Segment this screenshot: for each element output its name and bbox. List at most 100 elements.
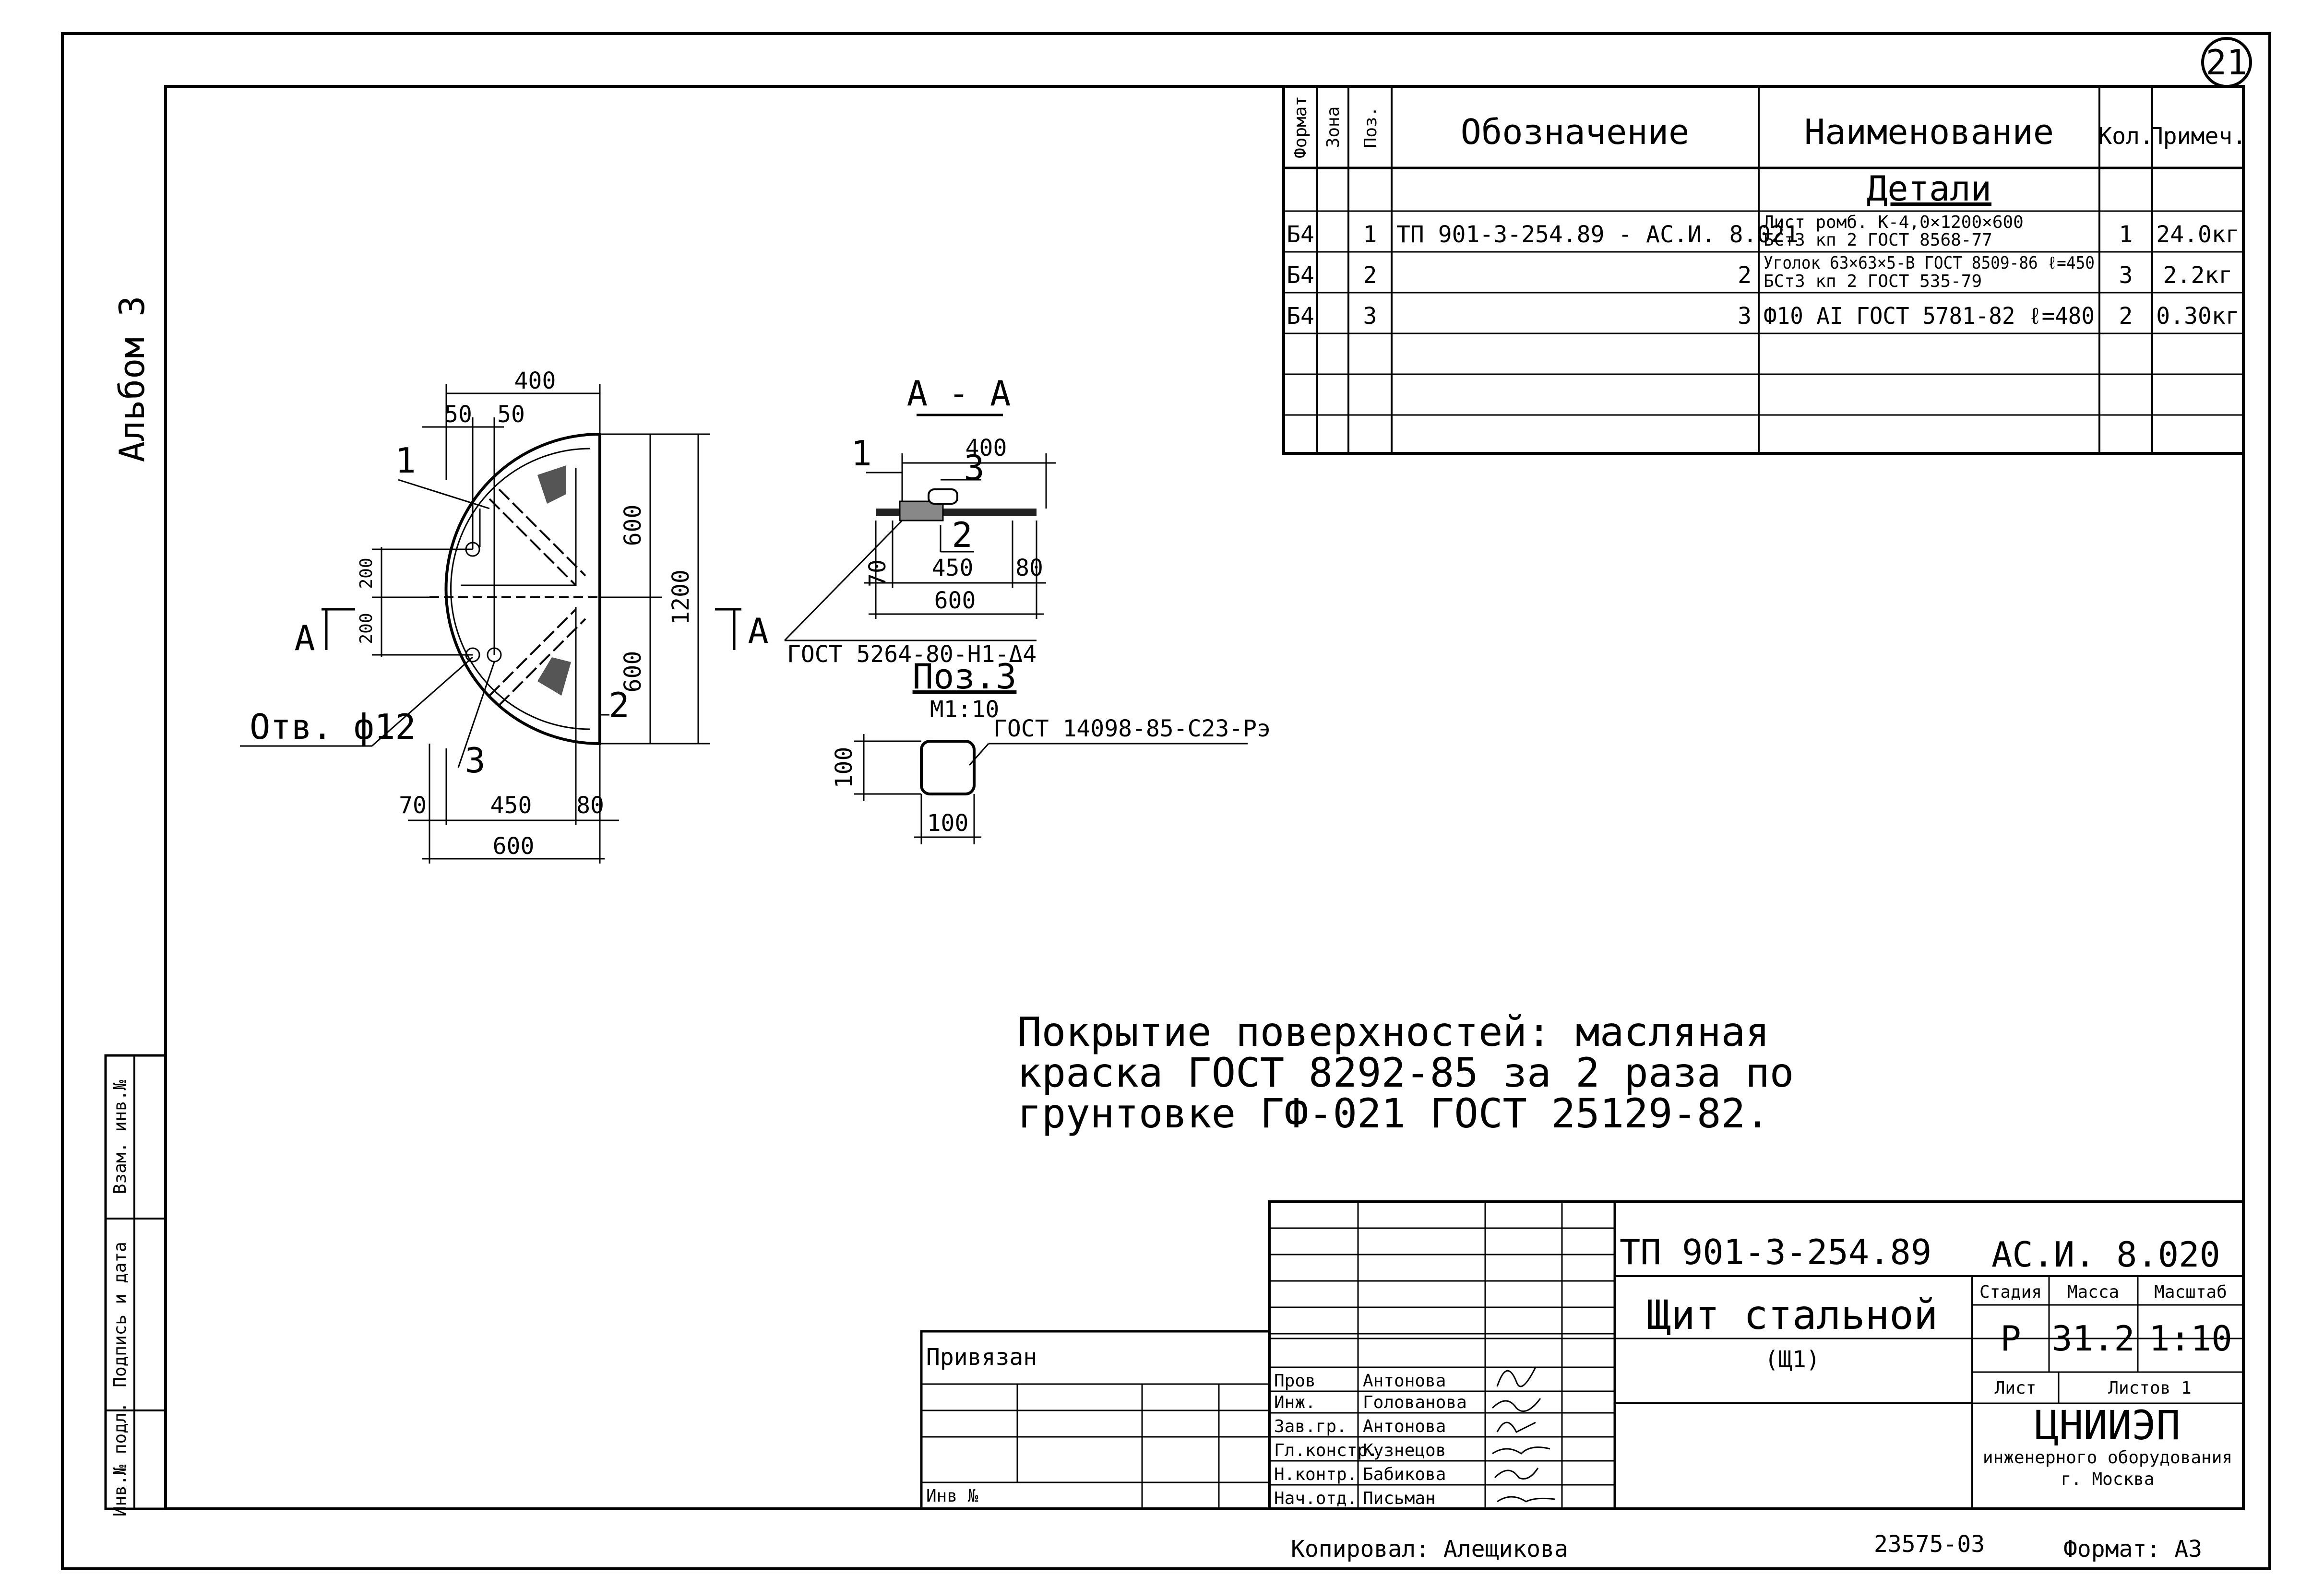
side-stamp-c2: Подпись и дата <box>110 1242 130 1387</box>
spec-table: Формат Зона Поз. Обозначение Наименовани… <box>1282 85 2246 455</box>
signatures <box>1491 1367 1555 1503</box>
side-stamp: Взам. инв.№ Подпись и дата Инв.№ подл. <box>104 1054 167 1516</box>
row-name-line2: БСт3 кп 2 ГОСТ 8568-77 <box>1764 230 1992 250</box>
format-label: Формат: А3 <box>2063 1536 2202 1563</box>
header-qty: Кол. <box>2098 123 2154 150</box>
header-pos: Поз. <box>1361 107 1381 148</box>
tb-subtitle: (Щ1) <box>1764 1346 1820 1373</box>
row-note: 24.0кг <box>2156 221 2239 248</box>
outer-border <box>61 32 2271 1570</box>
row-qty: 1 <box>2119 221 2133 248</box>
header-designation: Обозначение <box>1461 112 1690 152</box>
aa-callout-3: 3 <box>964 448 984 488</box>
row-pos: 3 <box>1363 303 1377 330</box>
row-name-line1: Лист ромб. К-4,0×1200×600 <box>1764 213 2024 232</box>
dim-b3: 80 <box>576 792 604 819</box>
section-title: Детали <box>1867 168 1991 209</box>
role: Инж. <box>1274 1393 1316 1412</box>
pos3-dim-h: 100 <box>831 747 858 789</box>
tb-project: ТП 901-3-254.89 <box>1620 1232 1931 1272</box>
row-format: Б4 <box>1287 262 1314 289</box>
dim-h-total: 1200 <box>667 569 694 625</box>
signature-row: Н.контр. Бабикова <box>1274 1465 1446 1484</box>
row-qty: 3 <box>2119 262 2133 289</box>
row-name-line2: БСт3 кп 2 ГОСТ 535-79 <box>1764 272 1982 291</box>
table-row: Б4 2 2 Уголок 63×63×5-В ГОСТ 8509-86 ℓ=4… <box>1287 253 2232 291</box>
tb-title: Щит стальной <box>1647 1291 1938 1338</box>
callout-pos2: 2 <box>608 685 629 725</box>
tb-stage-header: Стадия <box>1979 1282 2042 1302</box>
signature-row: Зав.гр. Антонова <box>1274 1417 1446 1436</box>
aa-rod <box>928 488 958 505</box>
privyazan-label: Привязан <box>926 1344 1037 1371</box>
cut-right-label: А <box>748 611 768 651</box>
tb-mass-header: Масса <box>2067 1282 2119 1302</box>
table-row: Б4 3 3 Ф10 АI ГОСТ 5781-82 ℓ=480 2 0.30к… <box>1287 303 2240 330</box>
pos3-scale: М1:10 <box>930 696 1000 723</box>
name: Антонова <box>1363 1371 1446 1391</box>
tb-org3: г. Москва <box>2061 1469 2154 1489</box>
row-designation: ТП 901-3-254.89 - АС.И. 8.021 <box>1396 221 1799 248</box>
callout-pos3: 3 <box>465 740 485 781</box>
aa-weld: ГОСТ 5264-80-Н1-Δ4 <box>787 641 1037 668</box>
row-qty: 2 <box>2119 303 2133 330</box>
aa-callout-2: 2 <box>952 515 972 555</box>
aa-dim-b1: 70 <box>864 559 891 587</box>
name: Бабикова <box>1363 1465 1446 1484</box>
name: Антонова <box>1363 1417 1446 1436</box>
dim-v2: 200 <box>357 613 376 644</box>
pos3-rod-section <box>920 740 976 795</box>
aa-callout-1: 1 <box>851 433 871 474</box>
main-view: 400 50 50 600 600 1200 200 200 А А 1 <box>240 367 769 864</box>
tb-mass: 31.2 <box>2051 1318 2134 1359</box>
side-stamp-c1: Инв.№ подл. <box>110 1402 130 1516</box>
notes: Покрытие поверхностей: масляная краска Г… <box>1017 1008 1794 1137</box>
aa-dim-b3: 80 <box>1015 555 1043 581</box>
name: Кузнецов <box>1363 1441 1446 1460</box>
header-note: Примеч. <box>2149 123 2246 150</box>
title-block: Привязан Инв № Пров Антонова Инж. Голова… <box>920 1200 2245 1510</box>
aa-dim-b2: 450 <box>932 555 974 581</box>
signature-row: Инж. Голованова <box>1274 1393 1467 1412</box>
tb-code: АС.И. 8.020 <box>1991 1234 2220 1275</box>
tb-sheet-header: Лист <box>1995 1378 2037 1398</box>
note-line2: краска ГОСТ 8292-85 за 2 раза по <box>1017 1049 1794 1096</box>
mesh-hatch-top <box>537 465 566 504</box>
name: Письман <box>1363 1489 1436 1508</box>
row-designation: 3 <box>1738 303 1752 330</box>
sheet-number-text: 21 <box>2206 42 2248 83</box>
dim-b2: 450 <box>490 792 532 819</box>
shield-outline <box>444 432 601 746</box>
signature-row: Пров Антонова <box>1274 1371 1446 1391</box>
sheet-number: 21 <box>2201 37 2252 88</box>
inv-no-label: Инв № <box>926 1486 978 1506</box>
dim-h-top: 600 <box>620 505 646 546</box>
pos3-weld: ГОСТ 14098-85-С23-Рэ <box>993 715 1271 742</box>
row-note: 2.2кг <box>2163 262 2233 289</box>
tb-org: ЦНИИЭП <box>2035 1402 2180 1449</box>
dim-v1: 200 <box>357 557 376 589</box>
role: Зав.гр. <box>1274 1417 1347 1436</box>
note-line3: грунтовке ГФ-021 ГОСТ 25129-82. <box>1017 1090 1770 1137</box>
pos3-dim-w: 100 <box>927 810 969 837</box>
tb-scale: 1:10 <box>2149 1318 2232 1359</box>
name: Голованова <box>1363 1393 1467 1412</box>
dim-b1: 70 <box>399 792 427 819</box>
row-name-line1: Уголок 63×63×5-В ГОСТ 8509-86 ℓ=450 <box>1764 253 2095 273</box>
row-format: Б4 <box>1287 303 1314 330</box>
note-line1: Покрытие поверхностей: масляная <box>1017 1008 1770 1055</box>
side-stamp-c3: Взам. инв.№ <box>110 1079 130 1194</box>
header-format: Формат <box>1291 96 1311 158</box>
dim-b-total: 600 <box>493 833 535 860</box>
dim-left-a: 50 <box>444 401 472 428</box>
role: Гл.констр. <box>1274 1441 1378 1460</box>
pos3-detail: Поз.3 М1:10 100 100 ГОСТ 14098-85-С23-Рэ <box>831 656 1271 844</box>
tb-scale-header: Масштаб <box>2154 1282 2227 1302</box>
role: Нач.отд. <box>1274 1489 1357 1508</box>
tb-sheets-header: Листов 1 <box>2108 1378 2191 1398</box>
tb-org2: инженерного оборудования <box>1983 1448 2232 1468</box>
dim-top: 400 <box>514 367 556 394</box>
aa-dim-top: 400 <box>965 435 1007 462</box>
row-note: 0.30кг <box>2156 303 2239 330</box>
